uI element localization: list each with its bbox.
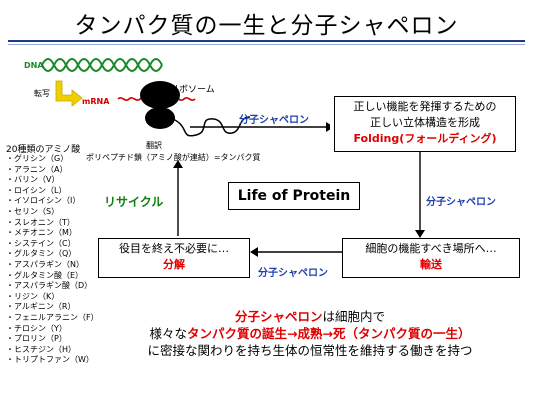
transport-line-2: 輸送 xyxy=(420,258,442,271)
arrowhead-folding-to-transport xyxy=(415,230,425,238)
arrowhead-transport-to-degradation xyxy=(250,247,258,257)
transport-line-1: 細胞の機能すべき場所へ… xyxy=(365,242,497,255)
chaperone-label-degradation: 分子シャペロン xyxy=(258,268,328,279)
ribosome-small-subunit xyxy=(145,107,175,129)
polypeptide-label: ポリペプチド鎖（アミノ酸が連結）=タンパク質 xyxy=(86,153,261,162)
amino-acid-item: ・スレオニン（T） xyxy=(6,217,75,227)
conclusion-line-1: 分子シャペロンは細胞内で xyxy=(110,308,510,325)
ribosome-label: リボソーム xyxy=(170,85,215,95)
conclusion-line-3: に密接な関わりを持ち生体の恒常性を維持する働きを持つ xyxy=(147,343,473,358)
amino-acid-item: ・アルギニン（R） xyxy=(6,302,76,312)
conclusion-line-1-rest: は細胞内で xyxy=(322,309,386,324)
amino-acid-item: ・アスパラギン（N） xyxy=(6,259,84,269)
amino-acid-item: ・グリシン（G） xyxy=(6,154,69,163)
conclusion-text: 分子シャペロンは細胞内で 様々なタンパク質の誕生→成熟→死（タンパク質の一生） … xyxy=(110,308,510,359)
conclusion-chaperone: 分子シャペロン xyxy=(234,309,323,324)
amino-acid-item: ・バリン（V） xyxy=(6,175,60,185)
translation-label: 翻訳 xyxy=(146,141,162,150)
life-of-protein-box: Life of Protein xyxy=(228,182,360,210)
ribosome-large-subunit xyxy=(140,81,180,109)
dna-helix-strand-b xyxy=(41,58,163,72)
arrowhead-ribosome-to-folding xyxy=(326,122,330,132)
degradation-line-1: 役目を終え不必要に… xyxy=(119,242,229,255)
amino-acid-item: ・フェニルアラニン（F） xyxy=(6,312,99,322)
recycle-label: リサイクル xyxy=(104,195,164,209)
amino-acid-item: ・グルタミン（Q） xyxy=(6,249,77,259)
mrna-label: mRNA xyxy=(82,97,110,106)
title-rule xyxy=(8,40,525,42)
amino-acid-heading: 20種類のアミノ酸 xyxy=(6,145,81,155)
degradation-line-2: 分解 xyxy=(163,258,185,271)
chaperone-label-transport: 分子シャペロン xyxy=(426,197,496,208)
amino-acid-item: ・アスパラギン酸（D） xyxy=(6,281,93,291)
amino-acid-item: ・イソロイシン（I） xyxy=(6,196,81,206)
dna-label: DNA xyxy=(24,61,44,70)
amino-acid-list: ・グリシン（G）・アラニン（A）・バリン（V）・ロイシン（L）・イソロイシン（I… xyxy=(6,154,99,366)
folding-line-3: Folding(フォールディング) xyxy=(353,132,497,145)
conclusion-life-cycle: タンパク質の誕生→成熟→死（タンパク質の一生） xyxy=(187,326,471,341)
conclusion-line-2: 様々なタンパク質の誕生→成熟→死（タンパク質の一生） xyxy=(110,325,510,342)
transport-box: 細胞の機能すべき場所へ… 輸送 xyxy=(342,238,520,278)
folding-line-2: 正しい立体構造を形成 xyxy=(370,116,480,129)
polypeptide-chain xyxy=(172,116,251,137)
conclusion-line-2-pre: 様々な xyxy=(149,326,188,341)
amino-acid-item: ・トリプトファン（W） xyxy=(6,355,94,365)
amino-acid-item: ・セリン（S） xyxy=(6,206,60,216)
amino-acid-item: ・チロシン（Y） xyxy=(6,323,67,333)
transcription-arrow xyxy=(55,80,83,107)
slide-title: タンパク質の一生と分子シャペロン xyxy=(74,13,459,39)
amino-acid-item: ・システイン（C） xyxy=(6,238,76,248)
amino-acid-item: ・プロリン（P） xyxy=(6,334,67,344)
degradation-box: 役目を終え不必要に… 分解 xyxy=(98,238,250,278)
folding-box: 正しい機能を発揮するための 正しい立体構造を形成 Folding(フォールディン… xyxy=(334,96,516,152)
amino-acid-item: ・グルタミン酸（E） xyxy=(6,270,84,280)
title-rule-thin xyxy=(8,44,525,45)
amino-acid-item: ・アラニン（A） xyxy=(6,164,68,174)
arrowhead-recycle xyxy=(173,160,183,168)
translation-illustration xyxy=(41,58,330,137)
amino-acid-item: ・リジン（K） xyxy=(6,291,60,301)
amino-acid-item: ・ロイシン（L） xyxy=(6,185,67,195)
amino-acid-item: ・メチオニン（M） xyxy=(6,228,77,238)
chaperone-label-folding: 分子シャペロン xyxy=(239,115,309,126)
transcription-label: 転写 xyxy=(34,89,50,98)
folding-line-1: 正しい機能を発揮するための xyxy=(353,100,497,113)
amino-acid-item: ・ヒスチジン（H） xyxy=(6,344,77,354)
